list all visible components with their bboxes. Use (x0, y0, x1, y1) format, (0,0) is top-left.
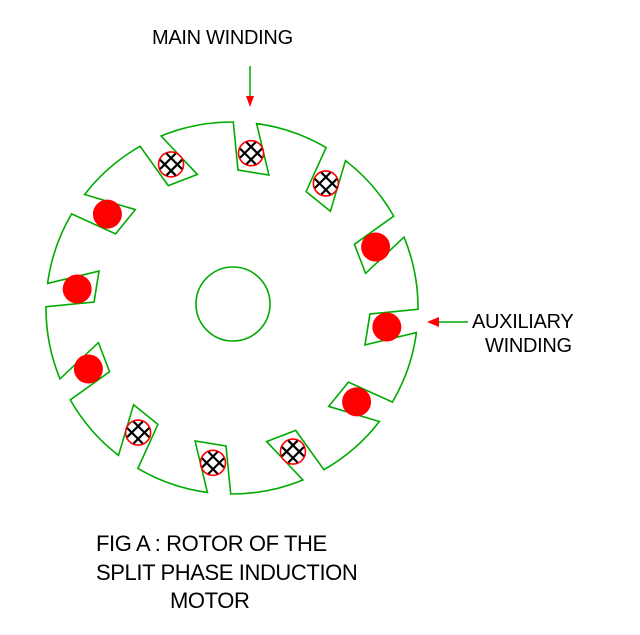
cross-hatch-line (165, 152, 183, 170)
auxiliary-winding-conductor (92, 199, 122, 229)
filled-red-dot-icon (62, 274, 92, 304)
crossed-circle-icon (312, 170, 340, 197)
rotor-outline (45, 121, 419, 495)
main-winding-conductor (124, 419, 152, 446)
main-winding-arrow-head (246, 96, 254, 107)
cross-hatch-line (159, 159, 177, 177)
cross-hatch-line (239, 141, 257, 159)
figure-caption-line1: FIG A : ROTOR OF THE (96, 531, 327, 556)
main-winding-conductor (199, 449, 227, 477)
filled-red-dot-icon (342, 387, 372, 417)
crossed-circle-icon (124, 419, 152, 446)
cross-hatch-line (132, 427, 150, 445)
cross-hatch-line (201, 451, 219, 469)
auxiliary-winding-conductor (73, 354, 103, 384)
filled-red-dot-icon (73, 354, 103, 384)
cross-hatch-line (320, 171, 338, 189)
filled-red-dot-icon (361, 232, 391, 262)
filled-red-dot-icon (92, 199, 122, 229)
main-winding-conductor (279, 438, 307, 465)
main-winding-label: MAIN WINDING (152, 27, 293, 49)
auxiliary-winding-label-line1: AUXILIARY (472, 311, 573, 333)
filled-red-dot-icon (372, 312, 402, 342)
cross-hatch-line (207, 451, 225, 469)
cross-hatch-line (287, 446, 305, 464)
auxiliary-winding-conductor (342, 387, 372, 417)
figure-caption-line3: MOTOR (170, 588, 249, 613)
cross-hatch-line (201, 457, 219, 475)
crossed-circle-icon (237, 139, 265, 167)
main-winding-conductor (237, 139, 265, 167)
main-winding-conductor (157, 151, 185, 178)
crossed-circle-icon (157, 151, 185, 178)
cross-hatch-line (159, 152, 177, 170)
auxiliary-winding-arrow-head (427, 317, 439, 327)
figure-caption-line2: SPLIT PHASE INDUCTION (96, 560, 357, 585)
auxiliary-winding-arrow (427, 317, 468, 327)
main-winding-arrow (246, 66, 254, 107)
cross-hatch-line (165, 159, 183, 177)
cross-hatch-line (245, 141, 263, 159)
cross-hatch-line (207, 457, 225, 475)
main-winding-conductor (312, 170, 340, 197)
cross-hatch-line (245, 147, 263, 165)
auxiliary-winding-label-line2: WINDING (485, 335, 572, 357)
rotor-shaft-hole (195, 266, 271, 342)
cross-hatch-line (314, 178, 332, 196)
cross-hatch-line (132, 420, 150, 438)
cross-hatch-line (314, 171, 332, 189)
cross-hatch-line (126, 420, 144, 438)
crossed-circle-icon (199, 449, 227, 477)
auxiliary-winding-conductor (361, 232, 391, 262)
cross-hatch-line (281, 439, 299, 457)
cross-hatch-line (287, 439, 305, 457)
cross-hatch-line (126, 427, 144, 445)
crossed-circle-icon (279, 438, 307, 465)
cross-hatch-line (239, 147, 257, 165)
cross-hatch-line (281, 446, 299, 464)
auxiliary-winding-conductor (372, 312, 402, 342)
cross-hatch-line (320, 178, 338, 196)
auxiliary-winding-conductor (62, 274, 92, 304)
slot-conductors (62, 139, 402, 477)
